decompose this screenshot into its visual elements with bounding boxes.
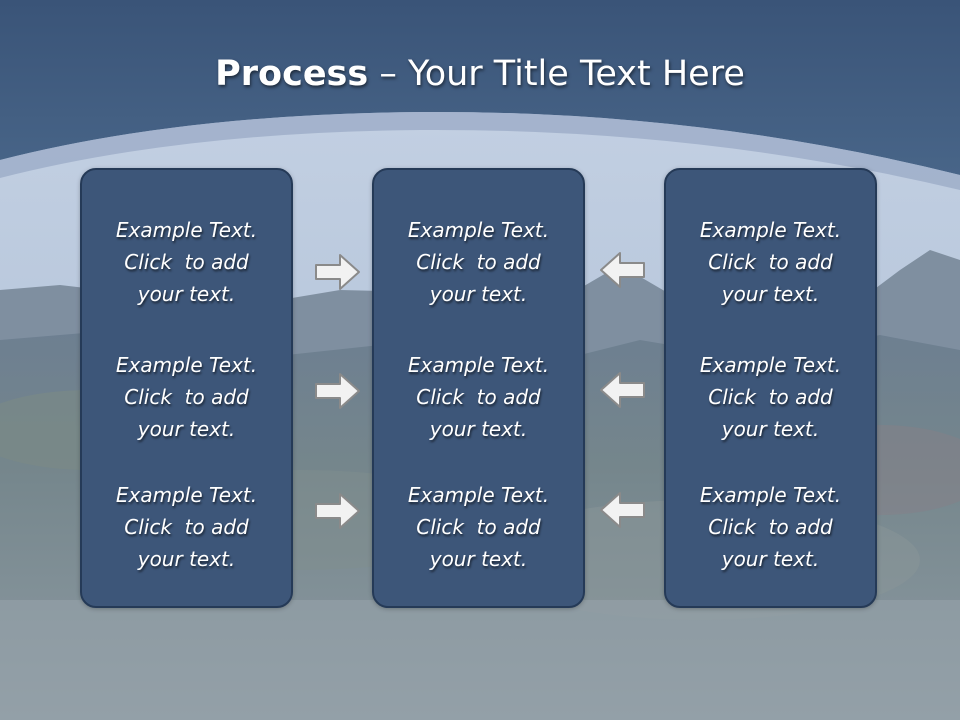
text-line: your text. <box>137 282 236 306</box>
text-line: Example Text. <box>699 483 842 507</box>
text-placeholder[interactable]: Example Text. Click to add your text. <box>82 214 291 310</box>
text-placeholder[interactable]: Example Text. Click to add your text. <box>666 214 875 310</box>
title-rest-text: – Your Title Text Here <box>368 54 745 94</box>
text-placeholder[interactable]: Example Text. Click to add your text. <box>666 349 875 445</box>
arrow-right-icon[interactable] <box>314 371 362 411</box>
text-line: your text. <box>137 417 236 441</box>
text-placeholder[interactable]: Example Text. Click to add your text. <box>374 479 583 575</box>
text-line: Example Text. <box>407 483 550 507</box>
text-line: Example Text. <box>115 353 258 377</box>
text-line: Example Text. <box>115 483 258 507</box>
arrow-left-icon[interactable] <box>598 490 646 530</box>
text-placeholder[interactable]: Example Text. Click to add your text. <box>82 479 291 575</box>
text-line: Example Text. <box>115 218 258 242</box>
process-box-left[interactable]: Example Text. Click to add your text. Ex… <box>80 168 293 608</box>
text-line: Example Text. <box>407 218 550 242</box>
text-line: Click to add <box>124 250 249 274</box>
arrow-left-icon[interactable] <box>598 370 646 410</box>
text-line: Click to add <box>708 250 833 274</box>
text-line: Example Text. <box>407 353 550 377</box>
text-line: Example Text. <box>699 353 842 377</box>
arrow-right-icon[interactable] <box>314 252 362 292</box>
text-line: Click to add <box>416 515 541 539</box>
text-line: your text. <box>721 282 820 306</box>
text-line: Click to add <box>124 385 249 409</box>
process-box-right[interactable]: Example Text. Click to add your text. Ex… <box>664 168 877 608</box>
text-line: Example Text. <box>699 218 842 242</box>
arrow-left-icon[interactable] <box>598 250 646 290</box>
text-line: Click to add <box>416 250 541 274</box>
text-line: your text. <box>721 417 820 441</box>
text-line: your text. <box>429 547 528 571</box>
text-placeholder[interactable]: Example Text. Click to add your text. <box>374 349 583 445</box>
slide-title[interactable]: Process – Your Title Text Here <box>0 48 960 100</box>
process-box-middle[interactable]: Example Text. Click to add your text. Ex… <box>372 168 585 608</box>
text-line: your text. <box>721 547 820 571</box>
text-placeholder[interactable]: Example Text. Click to add your text. <box>374 214 583 310</box>
text-line: your text. <box>429 282 528 306</box>
title-bold-text: Process <box>215 54 369 94</box>
text-line: Click to add <box>416 385 541 409</box>
text-line: your text. <box>429 417 528 441</box>
text-line: Click to add <box>708 385 833 409</box>
arrow-right-icon[interactable] <box>314 491 362 531</box>
text-line: Click to add <box>124 515 249 539</box>
text-line: your text. <box>137 547 236 571</box>
text-placeholder[interactable]: Example Text. Click to add your text. <box>82 349 291 445</box>
text-line: Click to add <box>708 515 833 539</box>
text-placeholder[interactable]: Example Text. Click to add your text. <box>666 479 875 575</box>
